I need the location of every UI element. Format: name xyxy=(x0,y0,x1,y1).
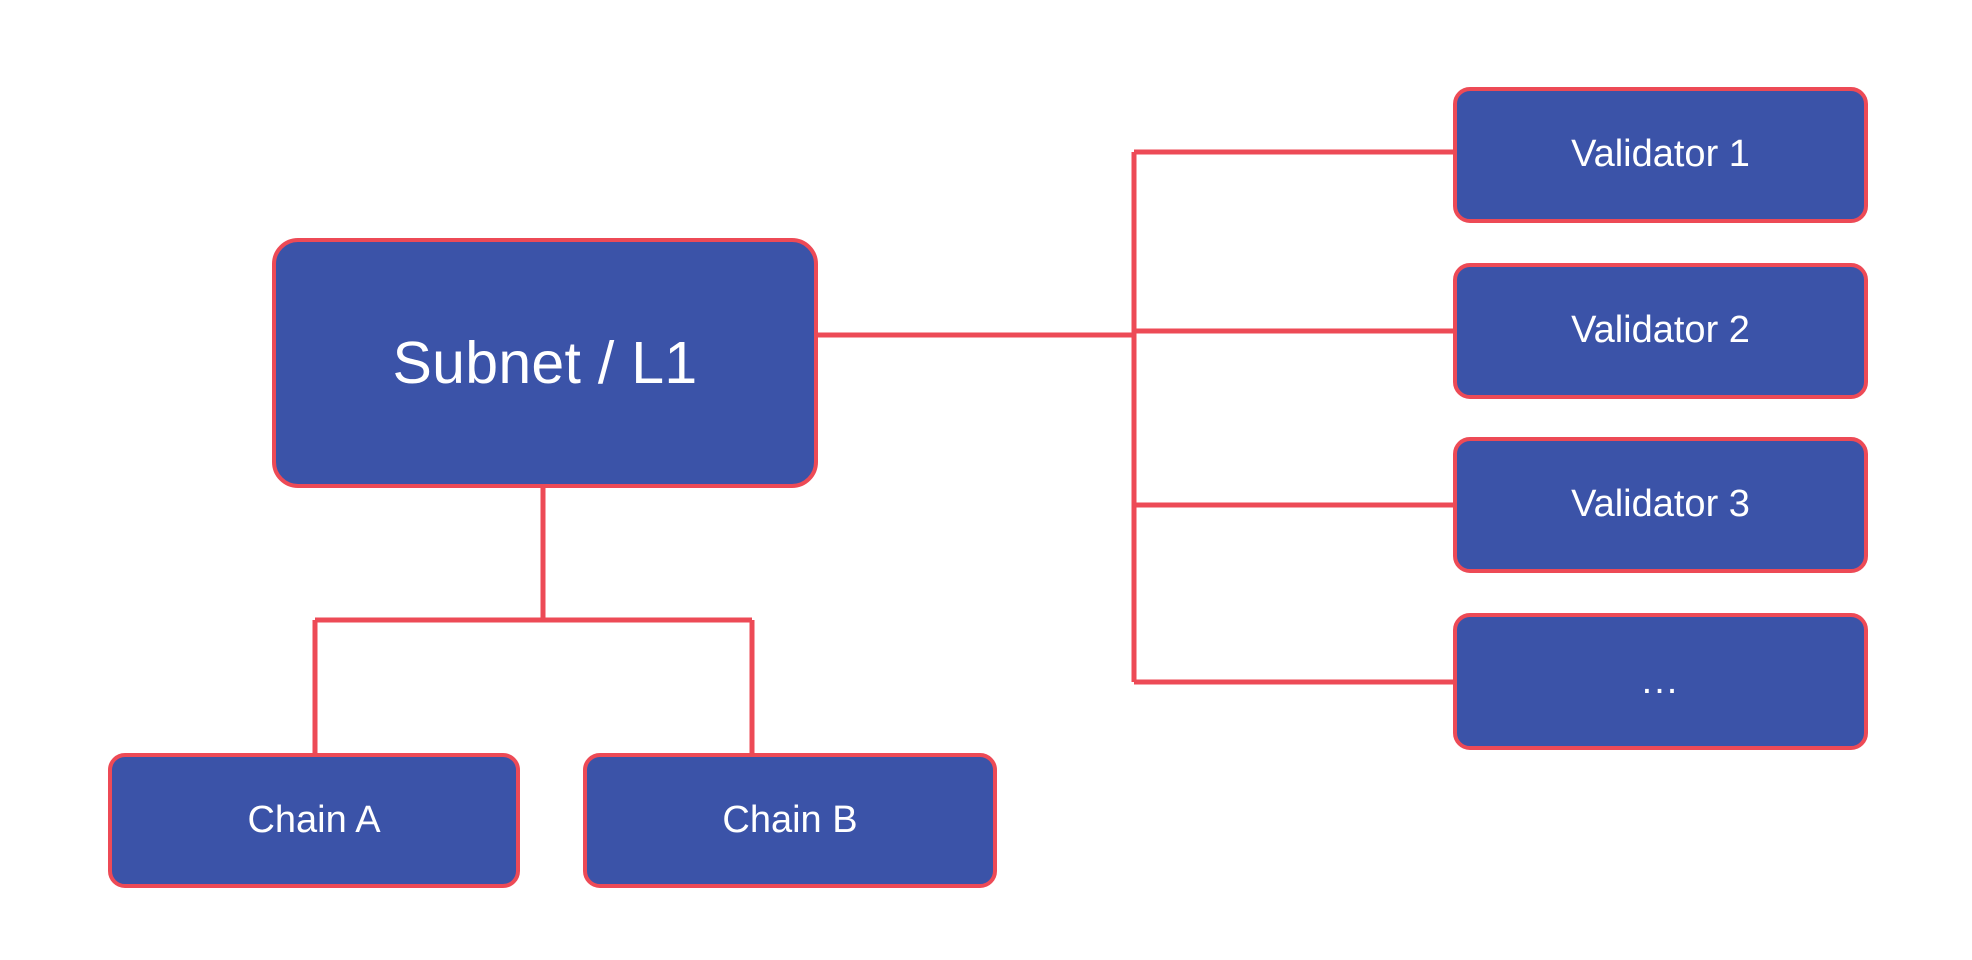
node-subnet-l1[interactable]: Subnet / L1 xyxy=(272,238,818,488)
node-chain-a[interactable]: Chain A xyxy=(108,753,520,888)
node-validator-ellipsis-label: ... xyxy=(1641,660,1680,702)
node-validator-2[interactable]: Validator 2 xyxy=(1453,263,1868,399)
node-validator-2-label: Validator 2 xyxy=(1571,309,1750,352)
node-validator-1-label: Validator 1 xyxy=(1571,133,1750,176)
node-validator-3[interactable]: Validator 3 xyxy=(1453,437,1868,573)
node-validator-3-label: Validator 3 xyxy=(1571,483,1750,526)
node-subnet-l1-label: Subnet / L1 xyxy=(392,329,698,396)
node-validator-ellipsis[interactable]: ... xyxy=(1453,613,1868,750)
node-chain-b[interactable]: Chain B xyxy=(583,753,997,888)
node-chain-b-label: Chain B xyxy=(722,798,858,841)
node-validator-1[interactable]: Validator 1 xyxy=(1453,87,1868,223)
node-chain-a-label: Chain A xyxy=(247,798,381,841)
